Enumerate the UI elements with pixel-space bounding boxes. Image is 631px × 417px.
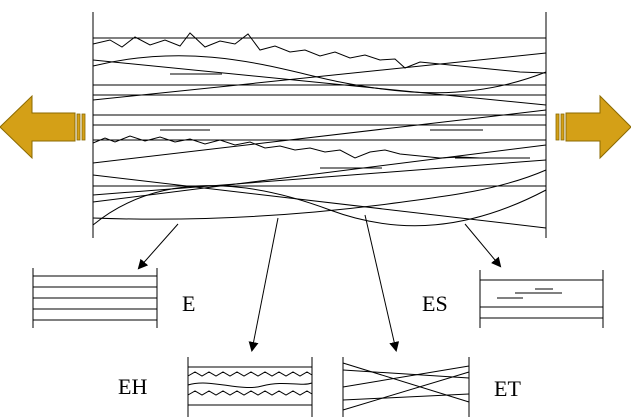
fiber-tilted [92,59,547,106]
block-arrow-left-icon [0,94,86,160]
fiber-tilted [92,52,547,101]
fiber-wavy [92,55,547,94]
box-es [479,270,604,328]
label-es: ES [422,291,448,316]
fiber-tilted [92,144,547,203]
box-et [342,357,470,417]
arrow-to-eh [248,217,279,352]
label-et: ET [494,376,521,401]
fiber-jagged [92,32,547,74]
box-e [32,268,158,328]
box-eh [187,357,313,417]
arrow-to-es [464,223,502,268]
arrow-to-et [364,214,400,352]
label-e: E [182,291,195,316]
fiber-tilted [92,109,547,164]
pointer-arrows [137,214,502,352]
label-eh: EH [118,374,147,399]
arrow-to-e [137,223,179,270]
block-arrow-right-icon [555,94,631,160]
main-sample-block [92,12,547,238]
fiber-tilted [92,159,547,196]
fiber-wavy [92,185,547,227]
fiber-wavy [92,169,547,220]
fiber-tilted [92,174,547,229]
